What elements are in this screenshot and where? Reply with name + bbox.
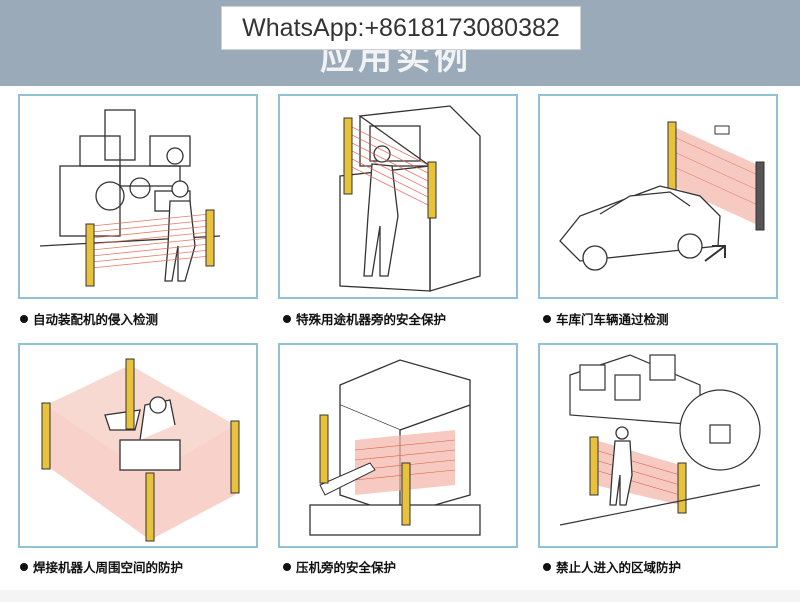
- caption-garage-door: 车库门车辆通过检测: [543, 309, 669, 328]
- caption-text: 焊接机器人周围空间的防护: [33, 560, 184, 575]
- caption-assembly-machine: 自动装配机的侵入检测: [20, 309, 158, 328]
- bullet-icon: [283, 314, 291, 323]
- bullet-icon: [283, 562, 291, 571]
- panel-assembly-machine: [18, 94, 258, 299]
- panel-welding-robot: [18, 343, 258, 548]
- assembly-machine-illustration: [39, 109, 221, 287]
- whatsapp-watermark: WhatsApp:+8618173080382: [221, 6, 581, 50]
- caption-text: 车库门车辆通过检测: [556, 312, 669, 327]
- caption-text: 禁止人进入的区域防护: [556, 560, 682, 575]
- caption-restricted-area: 禁止人进入的区域防护: [543, 557, 681, 576]
- bullet-icon: [20, 314, 28, 323]
- special-machine-illustration: [339, 105, 481, 292]
- header-banner: 应用实例 WhatsApp:+8618173080382: [0, 0, 800, 86]
- restricted-area-illustration: [559, 354, 761, 526]
- panel-restricted-area: [538, 343, 778, 548]
- bullet-icon: [20, 562, 28, 571]
- panel-special-machine: [278, 94, 518, 299]
- bullet-icon: [543, 314, 551, 323]
- panel-press-machine: [278, 343, 518, 548]
- press-machine-illustration: [309, 359, 481, 536]
- caption-text: 自动装配机的侵入检测: [33, 312, 159, 327]
- page-bottom-strip: [0, 590, 800, 602]
- welding-robot-illustration: [41, 358, 240, 542]
- caption-welding-robot: 焊接机器人周围空间的防护: [20, 557, 183, 576]
- caption-text: 特殊用途机器旁的安全保护: [296, 312, 447, 327]
- bullet-icon: [543, 562, 551, 571]
- caption-special-machine: 特殊用途机器旁的安全保护: [283, 309, 446, 328]
- panel-garage-door: [538, 94, 778, 299]
- garage-door-car-illustration: [559, 121, 765, 271]
- caption-text: 压机旁的安全保护: [296, 560, 397, 575]
- caption-press-machine: 压机旁的安全保护: [283, 557, 396, 576]
